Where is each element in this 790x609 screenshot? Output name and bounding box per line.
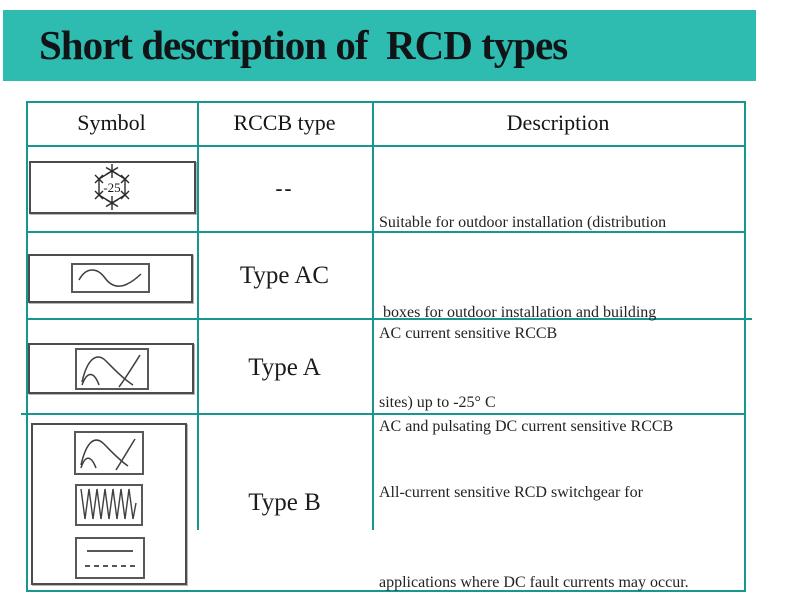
row2-divider — [26, 318, 752, 320]
col1-divider — [197, 101, 199, 530]
table-border-left — [26, 101, 28, 592]
high-frequency-wave-icon — [75, 484, 143, 526]
type-cell-row3: Type A — [248, 354, 321, 381]
all-current-waveforms-icon — [74, 431, 145, 579]
symbol-cell-row1: -25 — [29, 161, 196, 214]
pulsating-dc-wave-icon — [74, 431, 144, 475]
type-cell-row1: -- — [275, 176, 294, 200]
frost-minus-25-icon: -25 — [94, 164, 130, 210]
type-cell-row2: Type AC — [239, 262, 330, 289]
frost-temperature-label: -25 — [103, 180, 120, 195]
description-cell-row3: AC and pulsating DC current sensitive RC… — [379, 418, 674, 435]
type-cell-row4: Type B — [248, 489, 321, 516]
table-border-top — [26, 101, 746, 103]
title-banner: Short description of RCD types — [3, 10, 756, 81]
table-border-bottom — [26, 590, 746, 592]
table-border-right — [744, 101, 746, 592]
description-cell-row2: AC current sensitive RCCB — [379, 325, 558, 342]
header-divider — [26, 145, 746, 147]
page-title: Short description of RCD types — [39, 22, 568, 68]
header-cell-rccb-type: RCCB type — [233, 110, 336, 135]
symbol-cell-row2 — [28, 254, 193, 303]
smooth-dc-icon — [75, 537, 145, 579]
description-cell-row1: Suitable for outdoor installation (distr… — [379, 214, 667, 411]
col2-divider — [372, 101, 374, 530]
symbol-cell-row3 — [28, 343, 194, 394]
row1-divider — [26, 231, 746, 233]
pulsating-dc-wave-icon — [81, 354, 141, 388]
row3-divider — [21, 413, 746, 415]
description-cell-row4: All-current sensitive RCD switchgear for… — [379, 484, 689, 591]
symbol-cell-row4 — [31, 423, 187, 585]
header-cell-symbol: Symbol — [77, 110, 146, 135]
header-cell-description: Description — [506, 110, 610, 135]
ac-sine-wave-icon — [78, 269, 142, 287]
